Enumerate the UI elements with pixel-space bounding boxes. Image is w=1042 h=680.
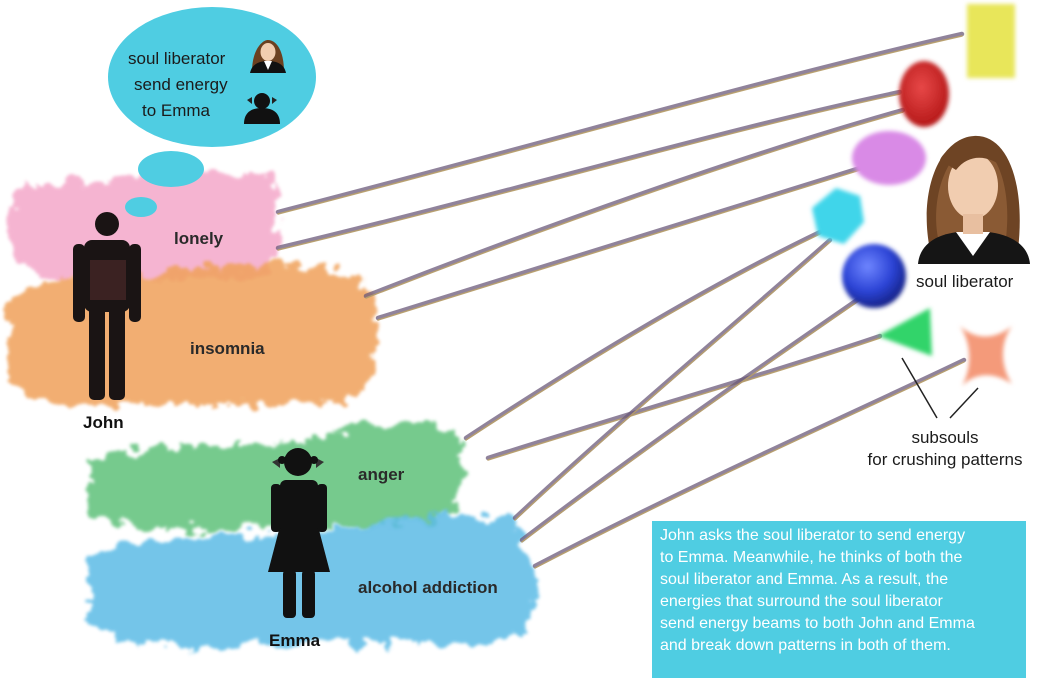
- subsoul-orange-star: [960, 326, 1012, 386]
- subsoul-green-triangle: [878, 308, 932, 356]
- beam-hexagon-to-anger: [463, 229, 823, 441]
- bubble-line-3: to Emma: [142, 101, 211, 120]
- cloud-anger: [90, 424, 464, 532]
- energy-beams: [275, 31, 967, 569]
- cloud-insomnia: [8, 262, 375, 409]
- beam-violet-to-insomnia: [375, 165, 863, 321]
- subsouls-label-line1: subsouls: [911, 428, 979, 447]
- caption-line-3: soul liberator and Emma. As a result, th…: [660, 571, 949, 588]
- emma-figure: [268, 448, 330, 618]
- subsoul-cyan-hexagon: [812, 188, 864, 244]
- subsoul-blue-sphere: [842, 244, 906, 308]
- caption-line-6: and break down patterns in both of them.: [660, 637, 951, 654]
- subsoul-violet-oval: [852, 131, 926, 185]
- soul-liberator-label: soul liberator: [916, 272, 1014, 291]
- caption-line-4: energies that surround the soul liberato…: [660, 593, 943, 610]
- subsoul-pointer-lines: [901, 357, 979, 419]
- bubble-line-2: send energy: [134, 75, 228, 94]
- bubble-line-1: soul liberator: [128, 49, 226, 68]
- caption-line-1: John asks the soul liberator to send ene…: [660, 527, 966, 544]
- beam-red-to-lonely: [275, 89, 903, 251]
- explanation-caption: John asks the soul liberator to send ene…: [652, 521, 1026, 678]
- subsouls-label: subsouls for crushing patterns: [850, 427, 1040, 471]
- emma-name-label: Emma: [269, 631, 321, 650]
- beam-yellow-to-lonely: [275, 31, 965, 215]
- caption-line-2: to Emma. Meanwhile, he thinks of both th…: [660, 549, 963, 566]
- subsoul-red-oval: [899, 61, 949, 127]
- thought-bubble-medium: [138, 151, 204, 187]
- pattern-label-insomnia: insomnia: [190, 339, 265, 358]
- beam-hexagon-to-alcohol: [512, 237, 833, 521]
- emma-pigtails: [278, 456, 318, 464]
- pattern-label-alcohol-addiction: alcohol addiction: [358, 578, 498, 597]
- soul-liberator-portrait: [918, 135, 1030, 264]
- beam-sphere-to-alcohol: [519, 295, 863, 543]
- caption-line-5: send energy beams to both John and Emma: [660, 615, 975, 632]
- beam-star-to-alcohol: [532, 357, 967, 569]
- beam-triangle-to-anger: [485, 333, 883, 461]
- john-name-label: John: [83, 413, 124, 432]
- john-figure: [73, 212, 141, 400]
- soul-liberator-mini-icon: [250, 40, 286, 73]
- pattern-label-anger: anger: [358, 465, 405, 484]
- subsoul-yellow-rectangle: [967, 4, 1015, 78]
- pattern-label-lonely: lonely: [174, 229, 224, 248]
- emma-mini-icon: [244, 93, 280, 124]
- beam-red-to-insomnia: [363, 107, 906, 299]
- subsouls-label-line2: for crushing patterns: [867, 450, 1023, 469]
- thought-bubble-small: [125, 197, 157, 217]
